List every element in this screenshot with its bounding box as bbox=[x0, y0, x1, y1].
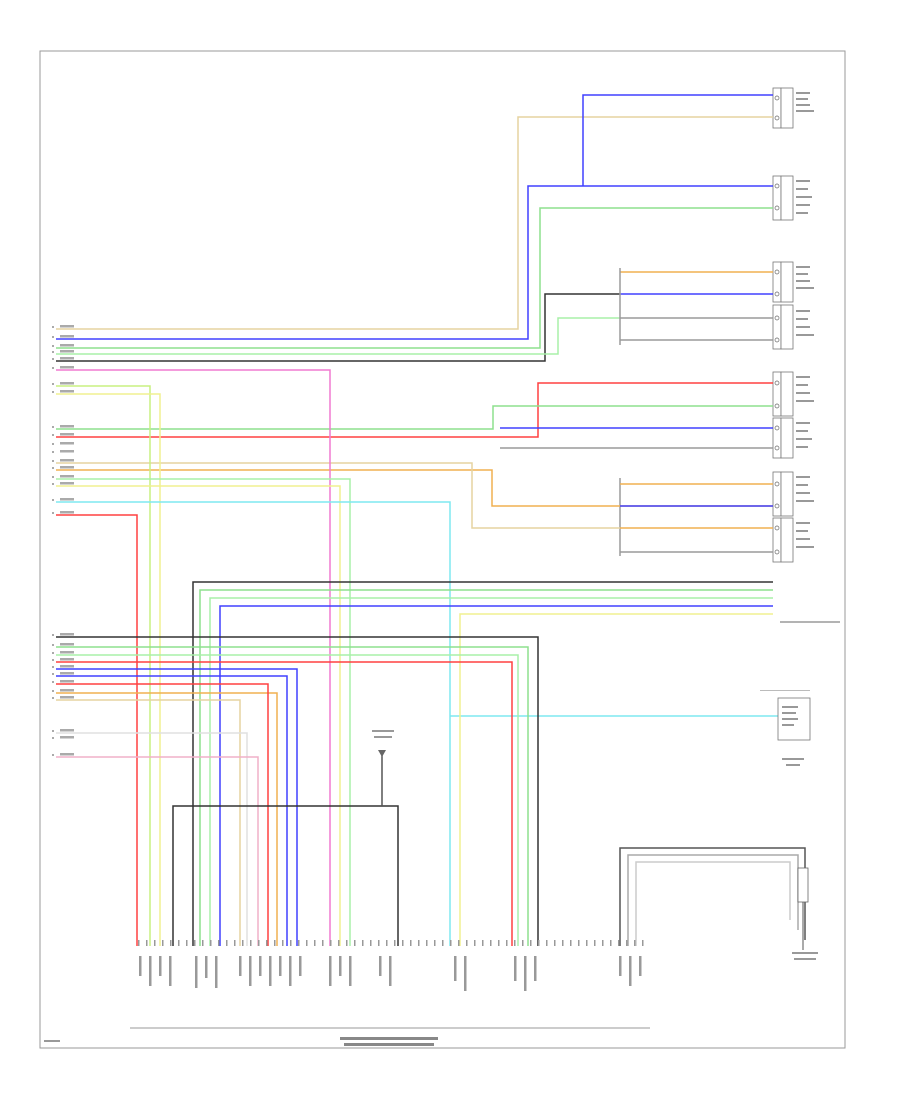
speaker-connectors bbox=[772, 87, 814, 563]
speaker-connector-6 bbox=[772, 417, 794, 459]
speaker-connector-7 bbox=[772, 471, 794, 517]
lower-left-wires bbox=[56, 636, 539, 946]
middle-speaker-wires bbox=[56, 382, 773, 553]
antenna-coax bbox=[619, 847, 818, 960]
speaker-connector-1 bbox=[772, 87, 794, 129]
vertical-harness-wires bbox=[56, 369, 778, 946]
pin-label-marks bbox=[139, 956, 642, 991]
speaker-connector-3 bbox=[772, 261, 794, 303]
frame-corner-mark bbox=[44, 1040, 60, 1042]
bottom-right-bundle-wires bbox=[192, 581, 840, 946]
ground-symbol bbox=[372, 730, 394, 757]
left-wire-labels bbox=[52, 325, 74, 756]
unit-title-marks bbox=[340, 1037, 438, 1046]
speaker-connector-2 bbox=[772, 175, 794, 221]
upper-speaker-wires bbox=[56, 94, 773, 556]
speaker-connector-8 bbox=[772, 517, 794, 563]
main-unit-pin-strip bbox=[138, 940, 644, 946]
speaker-connector-5 bbox=[772, 371, 794, 417]
speaker-connector-4 bbox=[772, 304, 794, 350]
diagram-frame bbox=[39, 50, 846, 1049]
module-box bbox=[760, 690, 811, 766]
